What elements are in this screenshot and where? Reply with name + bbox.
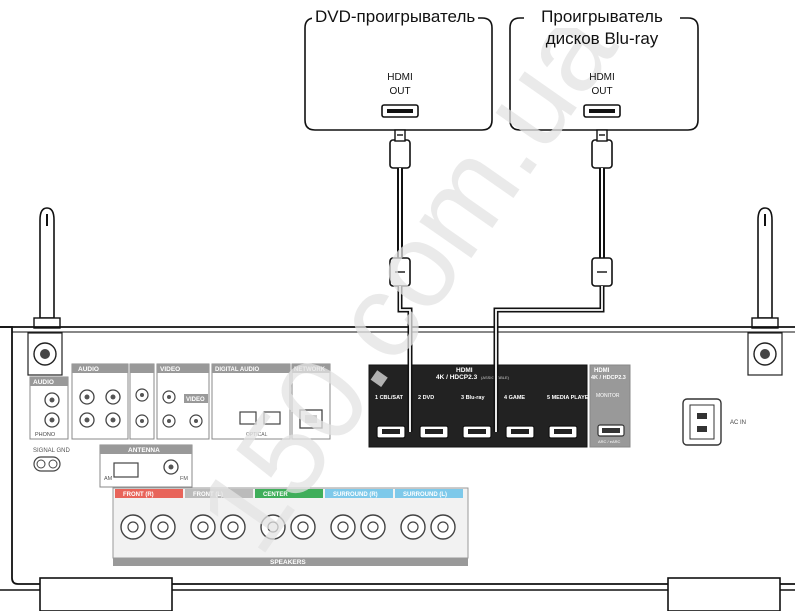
speaker-group-label: SURROUND (R) — [333, 492, 378, 498]
antenna-header: ANTENNA — [128, 447, 160, 454]
audio-in-phono-panel: AUDIO PHONO — [30, 377, 68, 439]
ac-in: AC IN — [683, 399, 746, 445]
audio-assignable-header: AUDIO — [78, 366, 99, 373]
hdmi-in-port-label: 5 MEDIA PLAYER — [547, 395, 592, 401]
audio-assignable-panel: AUDIO — [72, 364, 128, 439]
video-out-header: VIDEO — [186, 397, 205, 403]
hdmi-in-port-label: 4 GAME — [504, 395, 525, 401]
bluray-player-title-line2: дисков Blu-ray — [534, 28, 670, 50]
hdmi-in-header: HDMI — [456, 367, 473, 374]
speaker-group-label: FRONT (R) — [123, 492, 154, 498]
antenna-am-label: AM — [104, 476, 113, 482]
bluray-port-label-1: HDMI — [574, 71, 630, 84]
phono-label: PHONO — [35, 432, 56, 438]
dvd-player-title: DVD-проигрыватель — [312, 6, 478, 28]
hdmi-out-panel: HDMI 4K / HDCP2.3 MONITOR ARC / eARC — [590, 365, 630, 447]
signal-gnd-label: SIGNAL GND — [33, 448, 70, 454]
hdmi-in-port-label: 3 Blu-ray — [461, 395, 485, 401]
audio-in-header: AUDIO — [33, 379, 54, 386]
ac-in-label: AC IN — [730, 420, 746, 426]
hdmi-in-port-label: 2 DVD — [418, 395, 434, 401]
dvd-hdmi-out-port — [382, 105, 418, 117]
antenna-mount-left — [28, 333, 62, 375]
bluray-port-label-2: OUT — [574, 85, 630, 98]
hdmi-out-header: HDMI — [594, 368, 610, 374]
antenna-mount-right — [748, 333, 782, 375]
hdmi-in-subheader: 4K / HDCP2.3 — [436, 374, 478, 381]
speaker-group-label: SURROUND (L) — [403, 492, 447, 498]
video-panel: VIDEO VIDEO — [157, 364, 209, 439]
hdmi-out-arc-note: ARC / eARC — [598, 439, 621, 444]
video-header: VIDEO — [160, 366, 180, 373]
pre-out-panel — [130, 364, 154, 439]
left-antenna — [34, 208, 60, 328]
bluray-player-title-line1: Проигрыватель — [524, 6, 680, 28]
dvd-port-label-2: OUT — [372, 85, 428, 98]
hdmi-out-monitor-label: MONITOR — [596, 393, 620, 399]
antenna-panel: ANTENNA AM FM — [100, 445, 192, 487]
digital-audio-header: DIGITAL AUDIO — [215, 367, 260, 373]
hdmi-out-subheader: 4K / HDCP2.3 — [591, 375, 626, 381]
signal-gnd: SIGNAL GND — [33, 448, 70, 471]
dvd-port-label-1: HDMI — [372, 71, 428, 84]
right-antenna — [752, 208, 778, 328]
